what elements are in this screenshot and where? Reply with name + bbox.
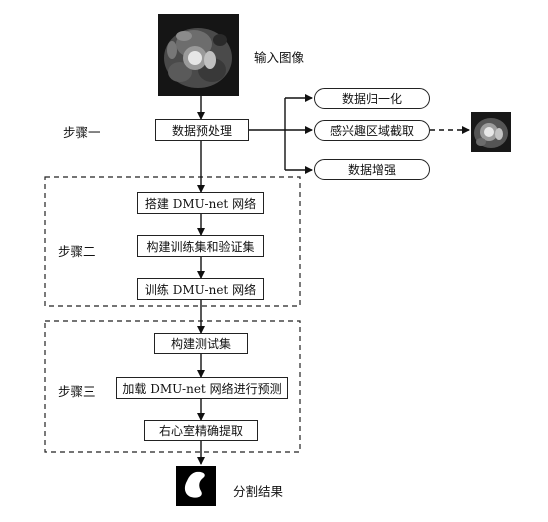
step1-label: 步骤一 xyxy=(63,125,101,140)
normalize-pill: 数据归一化 xyxy=(314,88,430,109)
predict-box: 加载 DMU-net 网络进行预测 xyxy=(116,377,288,399)
roi-crop-image xyxy=(471,112,511,152)
step2-group-frame xyxy=(44,176,301,307)
build-test-box: 构建测试集 xyxy=(154,333,248,354)
step2-label: 步骤二 xyxy=(58,244,96,259)
step3-group-frame xyxy=(44,320,301,453)
step3-label: 步骤三 xyxy=(58,384,96,399)
build-net-box: 搭建 DMU-net 网络 xyxy=(137,192,264,214)
segmentation-mask-image xyxy=(176,466,216,506)
build-sets-box: 构建训练集和验证集 xyxy=(137,235,264,257)
augment-pill: 数据增强 xyxy=(314,159,430,180)
preprocess-box: 数据预处理 xyxy=(155,119,249,141)
result-label: 分割结果 xyxy=(233,484,284,499)
extract-box: 右心室精确提取 xyxy=(144,420,258,441)
mri-input-image xyxy=(158,14,239,96)
train-net-box: 训练 DMU-net 网络 xyxy=(137,278,264,300)
input-image-label: 输入图像 xyxy=(254,50,305,65)
roi-crop-pill: 感兴趣区域截取 xyxy=(314,120,430,141)
